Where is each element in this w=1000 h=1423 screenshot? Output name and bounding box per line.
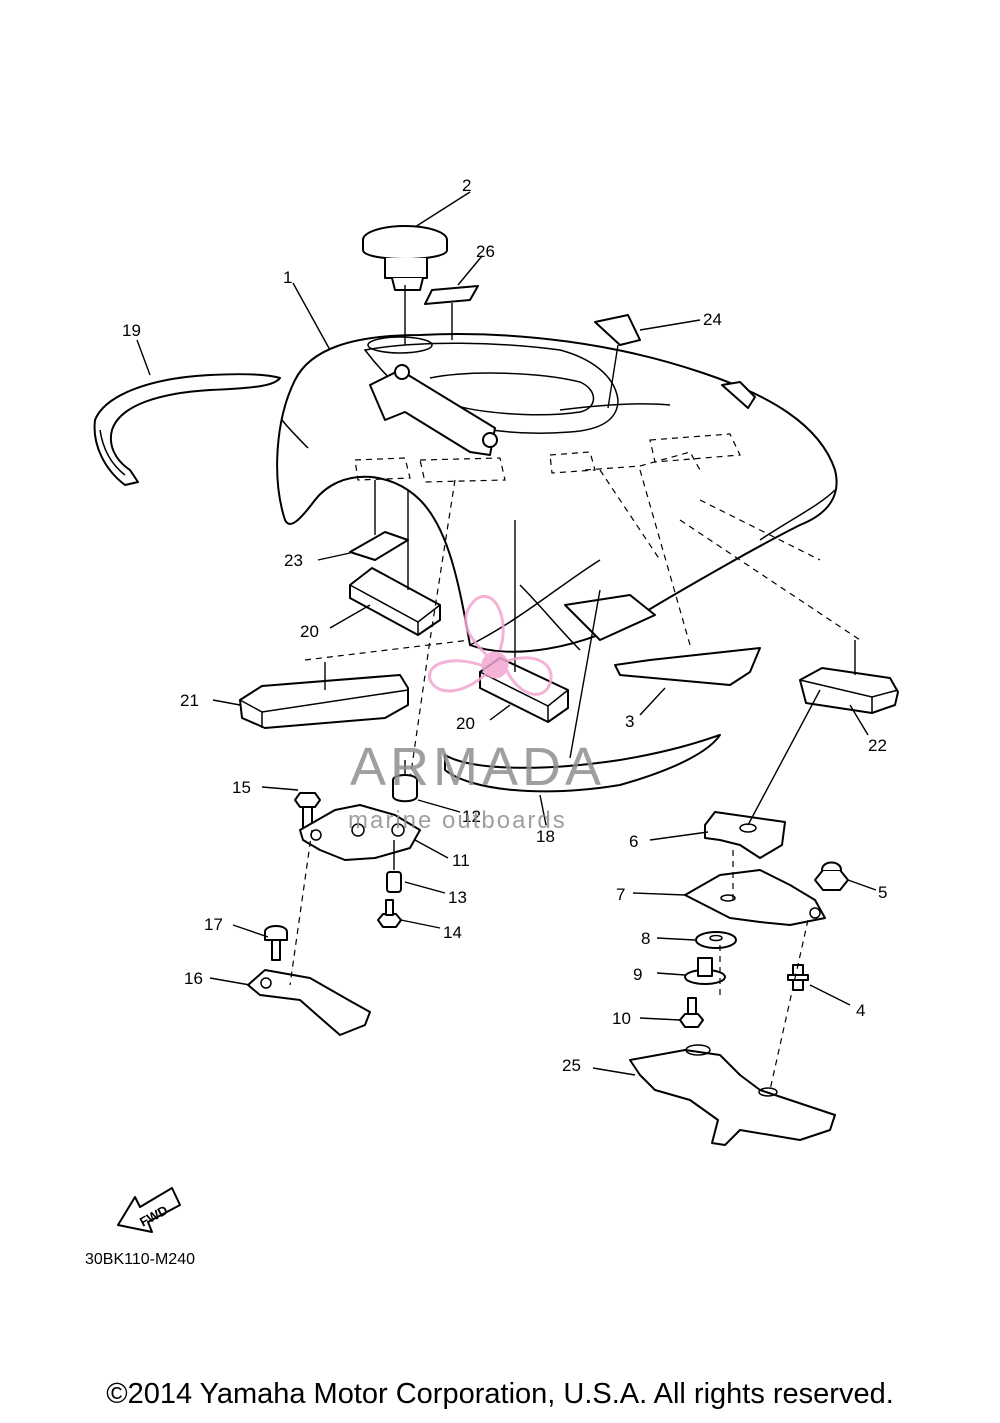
damper-20-upper [349,490,441,636]
watermark-tagline: marine outboards [348,807,567,834]
damper-21 [239,639,471,729]
callout-9: 9 [633,965,642,984]
callout-19: 19 [122,321,141,340]
callout-1: 1 [283,268,292,287]
callout-15: 15 [232,778,251,797]
callout-13: 13 [448,888,467,907]
callout-6: 6 [629,832,638,851]
collar-13 [386,840,402,893]
callout-8: 8 [641,929,650,948]
callout-4: 4 [856,1001,865,1020]
bolt-17 [264,925,288,961]
fwd-arrow-icon: FWD [117,1187,181,1233]
callout-22: 22 [868,736,887,755]
callout-5: 5 [878,883,887,902]
graphic-3 [614,469,761,686]
collar-9 [684,957,726,985]
label-26 [424,285,479,305]
bracket-11 [299,804,421,861]
callout-23: 23 [284,551,303,570]
bolt-15 [294,792,321,830]
diagram-code: 30BK110-M240 [85,1251,195,1268]
callout-14: 14 [443,923,462,942]
rubber-19 [93,373,281,486]
callout-24: 24 [703,310,722,329]
damper-22 [679,519,899,714]
callout-11: 11 [452,851,470,870]
callout-26: 26 [476,242,495,261]
emblem-24 [594,314,641,346]
callout-20-lower: 20 [456,714,475,733]
bolt-10 [679,997,704,1028]
armada-watermark: ARMADA marine outboards [348,595,605,834]
callout-16: 16 [184,969,203,988]
strip-18 [444,589,721,793]
damper-6 [704,689,821,859]
bracket-7 [684,869,826,926]
callout-17: 17 [204,915,223,934]
callout-7: 7 [616,885,625,904]
grommet-12 [392,760,418,803]
plate-23 [349,531,409,561]
copyright-notice: ©2014 Yamaha Motor Corporation, U.S.A. A… [106,1378,894,1410]
bracket-16 [247,969,371,1036]
callout-2: 2 [462,176,471,195]
washer-8 [695,931,737,949]
callout-21: 21 [180,691,199,710]
callout-25: 25 [562,1056,581,1075]
callout-3: 3 [625,712,634,731]
fuel-tank [276,333,838,653]
callout-10: 10 [612,1009,631,1028]
callout-20-upper: 20 [300,622,319,641]
watermark-brand: ARMADA [350,737,605,797]
bracket-25 [629,1044,836,1146]
nut-5 [814,861,849,891]
tank-cap [362,225,448,345]
callout-12: 12 [462,807,481,826]
propeller-logo-icon [428,595,553,696]
callout-18: 18 [536,827,555,846]
bolt-4 [787,964,809,991]
bolt-14 [377,899,402,928]
